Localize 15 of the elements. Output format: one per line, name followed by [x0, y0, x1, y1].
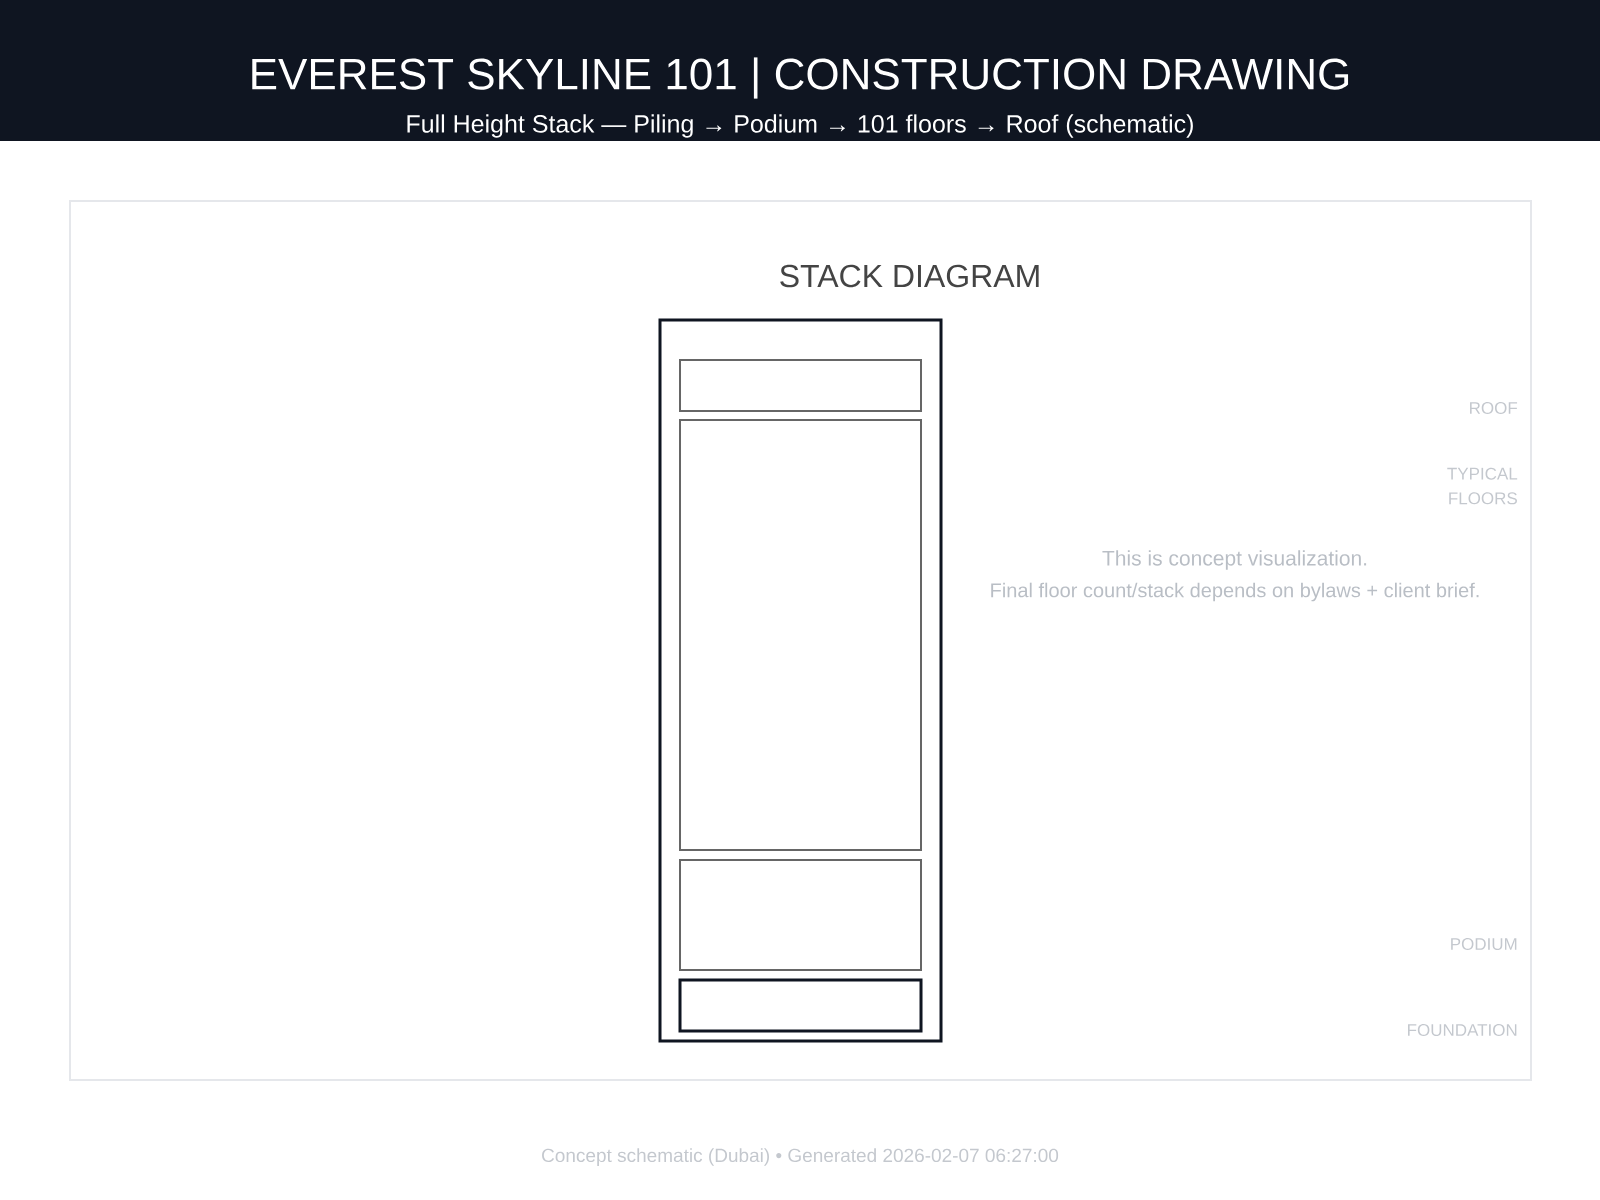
title: EVEREST SKYLINE 101 | CONSTRUCTION DRAWING: [252, 57, 1349, 99]
section-heading: STACK DIAGRAM: [780, 264, 1039, 288]
subtitle: Full Height Stack — Piling → Podium → 101 floors → Roof (schematic): [407, 114, 1193, 138]
floors-block: [679, 419, 922, 851]
roof-block: [679, 359, 922, 412]
note: This is concept visualization.: [1102, 550, 1367, 570]
zone-label: ROOF: [1470, 402, 1518, 415]
footer: Concept schematic (Dubai) • Generated 2026-02-07 06:27:00: [542, 1148, 1059, 1166]
zone-label: FOUNDATION: [1408, 1024, 1517, 1037]
zone-label: TYPICAL FLOORS: [1447, 467, 1518, 505]
foundation-block: [678, 978, 923, 1033]
zone-label: PODIUM: [1451, 938, 1517, 951]
tower-outline: [658, 318, 943, 1043]
podium-block: [679, 859, 922, 971]
note: Final floor count/stack depends on bylaws + client brief.: [991, 582, 1479, 602]
